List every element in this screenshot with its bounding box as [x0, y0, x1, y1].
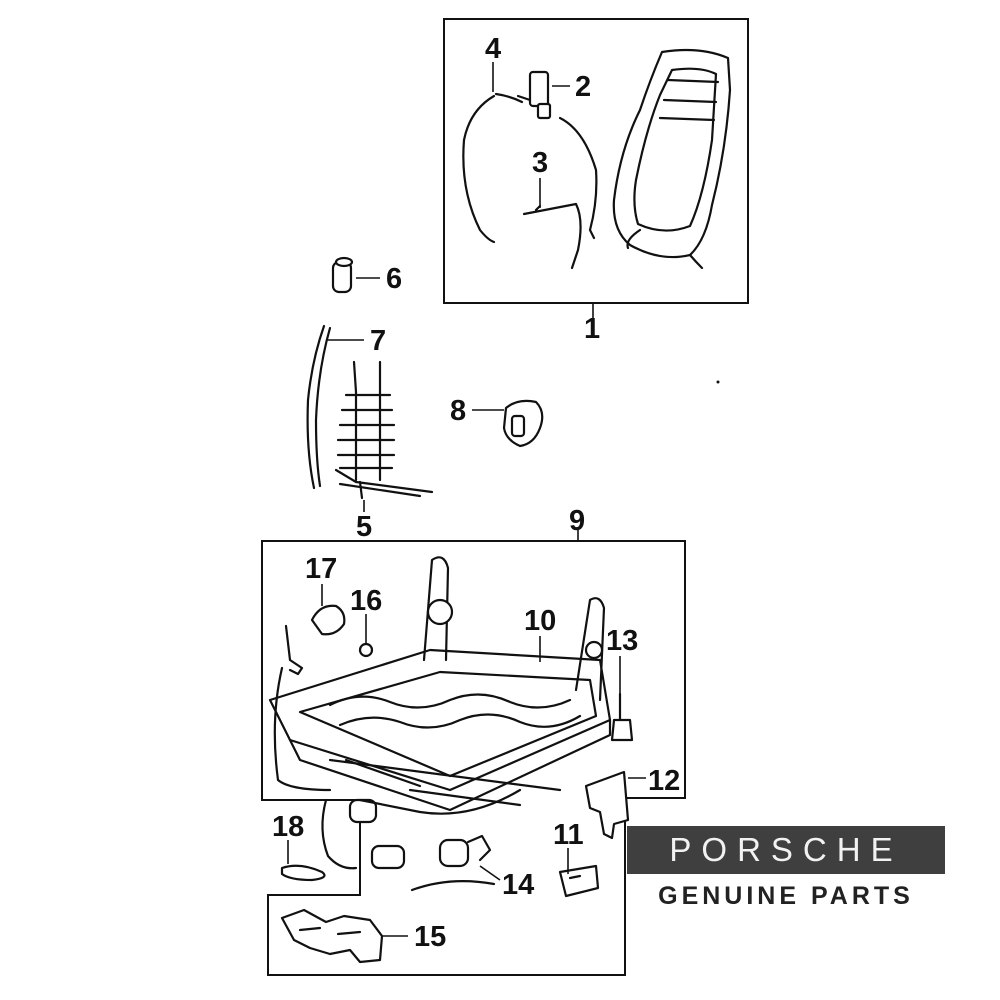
seat-back-assembly-box: [443, 18, 749, 304]
part-7-side-strip: [306, 324, 332, 490]
callout-2: 2: [575, 71, 591, 103]
callout-10: 10: [524, 605, 556, 637]
callout-6: 6: [386, 263, 402, 295]
part-12-plate: [584, 770, 630, 840]
seat-frame-assembly-box: [261, 540, 686, 976]
callout-17: 17: [305, 553, 337, 585]
part-10-seat-frame: [268, 556, 612, 812]
porsche-genuine-parts-logo: PORSCHE GENUINE PARTS: [627, 826, 945, 912]
callout-7: 7: [370, 325, 386, 357]
callout-13: 13: [606, 625, 638, 657]
seat-back-frame: [612, 48, 732, 270]
part-14-motor-set: [273, 666, 522, 892]
callout-15: 15: [414, 921, 446, 953]
callout-12: 12: [648, 765, 680, 797]
part-13-bolt: [610, 692, 634, 742]
part-3-bracket: [522, 202, 582, 270]
callout-8: 8: [450, 395, 466, 427]
callout-5: 5: [356, 511, 372, 543]
part-18-cable: [280, 798, 358, 882]
part-5-lumbar-support: [334, 360, 434, 500]
part-2-motor: [516, 70, 598, 240]
part-16-fastener: [358, 642, 374, 658]
part-8-switch: [502, 399, 544, 448]
part-6-plug: [331, 256, 354, 294]
callout-4: 4: [485, 33, 501, 65]
part-4-cable: [462, 92, 524, 244]
part-11-bracket: [558, 864, 600, 898]
callout-16: 16: [350, 585, 382, 617]
callout-11: 11: [553, 819, 584, 851]
callout-14: 14: [502, 869, 534, 901]
brand-tagline: GENUINE PARTS: [658, 882, 914, 910]
part-17-clip: [284, 604, 346, 676]
callout-9: 9: [569, 505, 585, 537]
brand-wordmark: PORSCHE: [627, 826, 945, 874]
callout-14-leader: [479, 865, 501, 881]
callout-3: 3: [532, 147, 548, 179]
callout-18: 18: [272, 811, 304, 843]
callout-1: 1: [584, 313, 600, 345]
part-15-bracket: [280, 908, 384, 964]
stray-dot: [716, 380, 720, 384]
